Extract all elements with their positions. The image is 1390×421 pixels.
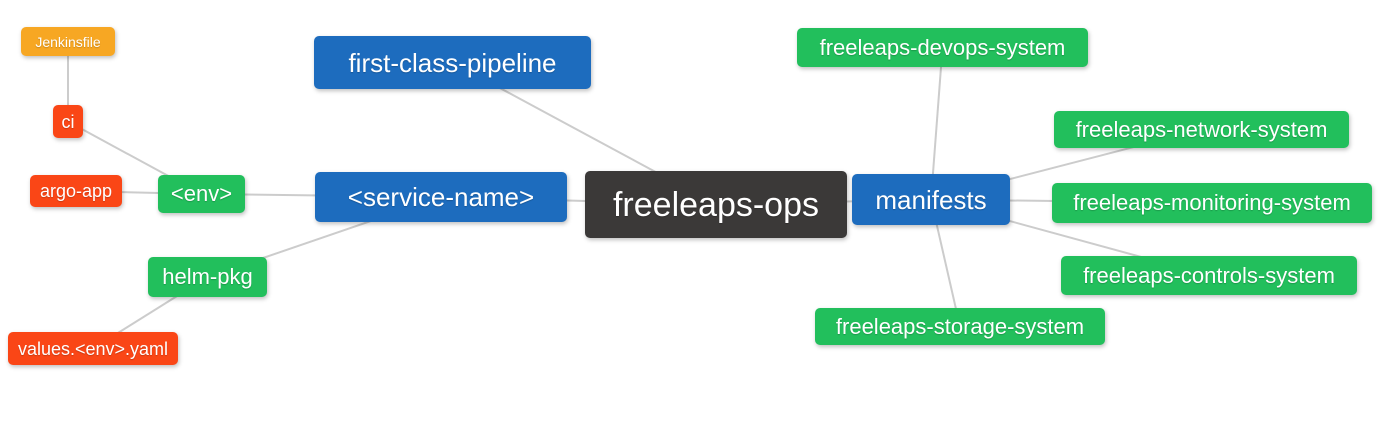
node-label: freeleaps-monitoring-system (1073, 190, 1351, 215)
node-freeleaps-storage-system[interactable]: freeleaps-storage-system (815, 308, 1105, 345)
node-freeleaps-controls-system[interactable]: freeleaps-controls-system (1061, 256, 1357, 295)
node-env[interactable]: <env> (158, 175, 245, 213)
node-first-class-pipeline[interactable]: first-class-pipeline (314, 36, 591, 89)
node-label: freeleaps-network-system (1075, 116, 1328, 142)
node-label: values.<env>.yaml (17, 338, 169, 359)
node-ci[interactable]: ci (53, 105, 83, 138)
node-helm-pkg[interactable]: helm-pkg (148, 257, 267, 297)
node-freeleaps-ops[interactable]: freeleaps-ops (585, 171, 847, 238)
node-argo-app[interactable]: argo-app (30, 175, 122, 207)
node-label: argo-app (39, 181, 113, 201)
node-freeleaps-monitoring-system[interactable]: freeleaps-monitoring-system (1052, 183, 1372, 223)
node-label: <service-name> (347, 182, 535, 212)
node-freeleaps-devops-system[interactable]: freeleaps-devops-system (797, 28, 1088, 67)
node-label: freeleaps-storage-system (835, 313, 1085, 339)
node-service-name[interactable]: <service-name> (315, 172, 567, 222)
node-label: Jenkinsfile (35, 33, 101, 50)
node-label: helm-pkg (162, 264, 253, 289)
node-label: freeleaps-controls-system (1083, 262, 1335, 288)
node-label: freeleaps-ops (612, 185, 819, 224)
node-manifests[interactable]: manifests (852, 174, 1010, 225)
node-label: first-class-pipeline (348, 47, 557, 78)
node-label: manifests (875, 184, 987, 215)
node-values-env-yaml[interactable]: values.<env>.yaml (8, 332, 178, 365)
node-label: ci (61, 111, 75, 132)
node-label: <env> (170, 181, 233, 206)
node-label: freeleaps-devops-system (819, 34, 1066, 60)
node-freeleaps-network-system[interactable]: freeleaps-network-system (1054, 111, 1349, 148)
node-jenkinsfile[interactable]: Jenkinsfile (21, 27, 115, 56)
